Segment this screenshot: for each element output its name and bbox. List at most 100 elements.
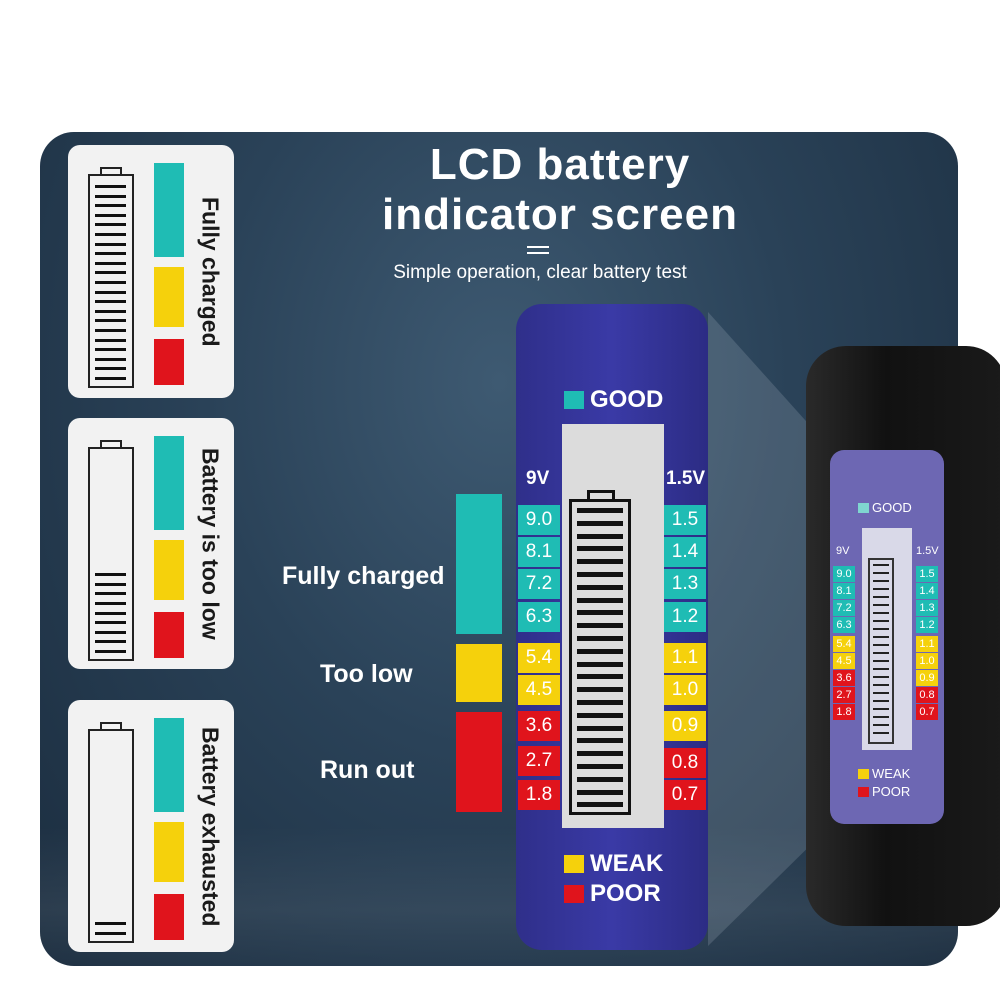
battery-bar: [95, 338, 126, 342]
voltage-value: 1.3: [916, 600, 938, 616]
mini-lcd-bar: [873, 612, 889, 614]
card-label: Battery is too low: [197, 448, 224, 640]
lcd-bar: [577, 597, 623, 603]
voltage-value: 1.4: [664, 537, 706, 567]
voltage-value: 1.5: [916, 566, 938, 582]
voltage-value: 5.4: [518, 643, 560, 673]
battery-bar: [95, 357, 126, 361]
mini-lcd-bar: [873, 596, 889, 598]
battery-bar: [95, 377, 126, 380]
battery-bar: [95, 319, 126, 323]
mini-lcd-bar: [873, 588, 889, 590]
battery-bar: [95, 367, 126, 371]
card-label: Fully charged: [197, 197, 224, 347]
battery-bar: [95, 261, 126, 265]
voltage-value: 4.5: [518, 675, 560, 705]
battery-bar: [95, 204, 126, 208]
voltage-value: 5.4: [833, 636, 855, 652]
battery-bar: [95, 252, 126, 256]
lcd-bar: [577, 648, 623, 654]
mini-lcd-bar: [873, 636, 889, 638]
voltage-value: 0.8: [916, 687, 938, 703]
mini-lcd-bar: [873, 652, 889, 654]
voltage-value: 1.5: [664, 505, 706, 535]
voltage-value: 2.7: [833, 687, 855, 703]
card-battery-low: Battery is too low: [68, 418, 234, 669]
lcd-bar: [577, 764, 623, 769]
mini-lcd-bar: [873, 676, 889, 678]
page-subtitle: Simple operation, clear battery test: [393, 262, 687, 283]
lcd-bar: [577, 533, 623, 539]
voltage-value: 1.8: [833, 704, 855, 720]
mini-lcd-bar: [873, 716, 889, 718]
poor-swatch: [564, 885, 584, 903]
lcd-bar: [577, 674, 623, 680]
lcd-bar: [577, 725, 623, 731]
battery-bar: [95, 650, 126, 653]
voltage-value: 1.0: [916, 653, 938, 669]
battery-bar: [95, 621, 126, 625]
mini-poor-swatch: [858, 786, 869, 797]
weak-swatch: [564, 855, 584, 873]
mini-head-9v: 9V: [836, 545, 850, 557]
column-head-9v: 9V: [526, 468, 550, 489]
good-indicator: GOOD: [564, 386, 663, 414]
voltage-value: 1.4: [916, 583, 938, 599]
battery-bar: [95, 329, 126, 332]
lcd-bar: [577, 687, 623, 693]
voltage-value: 9.0: [518, 505, 560, 535]
weak-indicator: WEAK: [564, 850, 663, 878]
lcd-bar: [577, 559, 623, 565]
voltage-value: 8.1: [833, 583, 855, 599]
battery-bar: [95, 281, 126, 284]
voltage-value: 7.2: [833, 600, 855, 616]
mini-lcd-bar: [873, 684, 889, 686]
voltage-value: 6.3: [518, 602, 560, 632]
card-fully-charged: Fully charged: [68, 145, 234, 398]
lcd-bar: [577, 661, 623, 667]
lcd-bar: [577, 712, 623, 718]
lcd-bar: [577, 751, 623, 757]
legend-too-low: Too low: [320, 660, 413, 688]
legend-run-out: Run out: [320, 756, 415, 784]
battery-bar: [95, 290, 126, 294]
battery-bar: [95, 922, 126, 926]
mini-lcd-bar: [873, 708, 889, 710]
page-title-line1: LCD battery: [429, 140, 691, 189]
lcd-battery-icon: [569, 490, 631, 822]
page-title-line2: indicator screen: [382, 190, 738, 239]
lcd-bar: [577, 789, 623, 795]
voltage-value: 6.3: [833, 617, 855, 633]
poor-indicator: POOR: [564, 880, 661, 908]
mini-weak-swatch: [858, 768, 869, 779]
voltage-value: 2.7: [518, 746, 560, 776]
mini-lcd-bar: [873, 628, 889, 630]
title-divider: [527, 246, 549, 258]
voltage-value: 0.7: [916, 704, 938, 720]
legend-poor-swatch: [456, 712, 502, 812]
battery-bar: [95, 194, 126, 198]
voltage-value: 0.9: [916, 670, 938, 686]
mini-lcd-bar: [873, 692, 889, 694]
lcd-bar: [577, 700, 623, 705]
lcd-bar: [577, 610, 623, 616]
mini-lcd-bar: [873, 644, 889, 646]
card-battery-exhausted: Battery exhausted: [68, 700, 234, 952]
voltage-value: 1.8: [518, 780, 560, 810]
mini-lcd-bar: [873, 580, 889, 582]
voltage-value: 1.3: [664, 569, 706, 599]
mini-lcd-bar: [873, 564, 889, 566]
voltage-value: 1.0: [664, 675, 706, 705]
mini-good-indicator: GOOD: [858, 500, 912, 515]
mini-lcd-bar: [873, 700, 889, 702]
battery-bar: [95, 611, 126, 615]
lcd-bar: [577, 508, 623, 513]
mini-lcd-bar: [873, 620, 889, 622]
battery-bar: [95, 242, 126, 246]
battery-bar: [95, 592, 126, 596]
voltage-value: 1.1: [916, 636, 938, 652]
battery-bar: [95, 185, 126, 188]
lcd-bar: [577, 776, 623, 782]
legend-weak-swatch: [456, 644, 502, 702]
battery-bar: [95, 271, 126, 275]
